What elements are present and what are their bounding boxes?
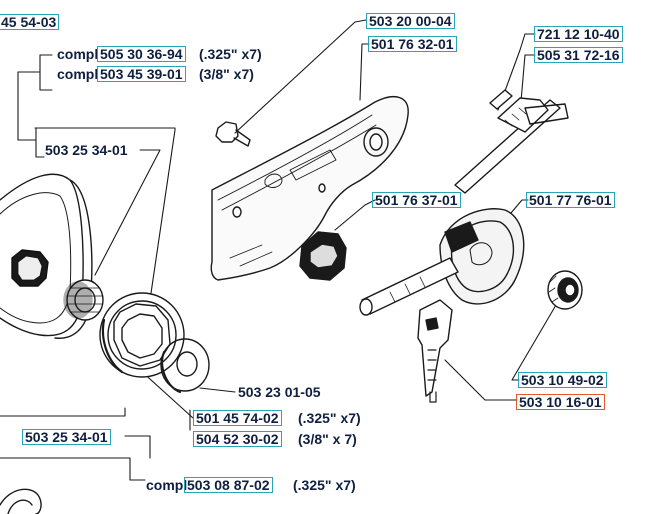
part-number-label: 503 10 49-02	[518, 372, 607, 388]
part-number-label: 504 52 30-02	[193, 431, 282, 447]
part-number-label: 503 20 00-04	[366, 13, 455, 29]
part-size-note: (3/8" x 7)	[298, 431, 357, 447]
part-number-label: 501 45 74-02	[193, 410, 282, 426]
bolt	[215, 121, 251, 147]
guide-plate	[210, 96, 409, 281]
compl-prefix: compl	[57, 66, 99, 82]
partial-ring	[0, 488, 42, 514]
tensioner-block	[299, 231, 347, 281]
part-number-label: 501 76 32-01	[368, 36, 457, 52]
part-number-label: 505 31 72-16	[534, 47, 623, 63]
part-number-label: 503 45 39-01	[97, 66, 186, 82]
worm-gear	[547, 270, 583, 310]
part-size-note: (.325" x7)	[293, 477, 356, 493]
needle-bearing	[63, 279, 104, 321]
part-number-label: 501 76 37-01	[372, 192, 461, 208]
part-number-label: 503 25 34-01	[22, 429, 111, 445]
part-number-label: 503 25 34-01	[45, 142, 128, 158]
part-size-note: (.325" x7)	[199, 46, 262, 62]
part-number-label: 505 30 36-94	[97, 46, 186, 62]
sprocket-rim	[99, 292, 185, 378]
oil-hose-pin	[417, 299, 453, 403]
compl-prefix: compl	[57, 46, 99, 62]
highlighted-part-number-label: 503 10 16-01	[516, 394, 605, 410]
part-number-label: 503 08 87-02	[184, 477, 273, 493]
washer	[160, 338, 210, 393]
part-size-note: (.325" x7)	[298, 410, 361, 426]
part-number-label: 45 54-03	[0, 14, 60, 30]
part-number-label: 721 12 10-40	[534, 26, 623, 42]
compl-prefix: compl	[146, 477, 188, 493]
part-number-label: 503 23 01-05	[238, 384, 321, 400]
adjusting-screw	[454, 89, 569, 194]
oil-pump	[359, 208, 525, 316]
part-size-note: (3/8" x7)	[199, 66, 254, 82]
part-number-label: 501 77 76-01	[526, 192, 615, 208]
